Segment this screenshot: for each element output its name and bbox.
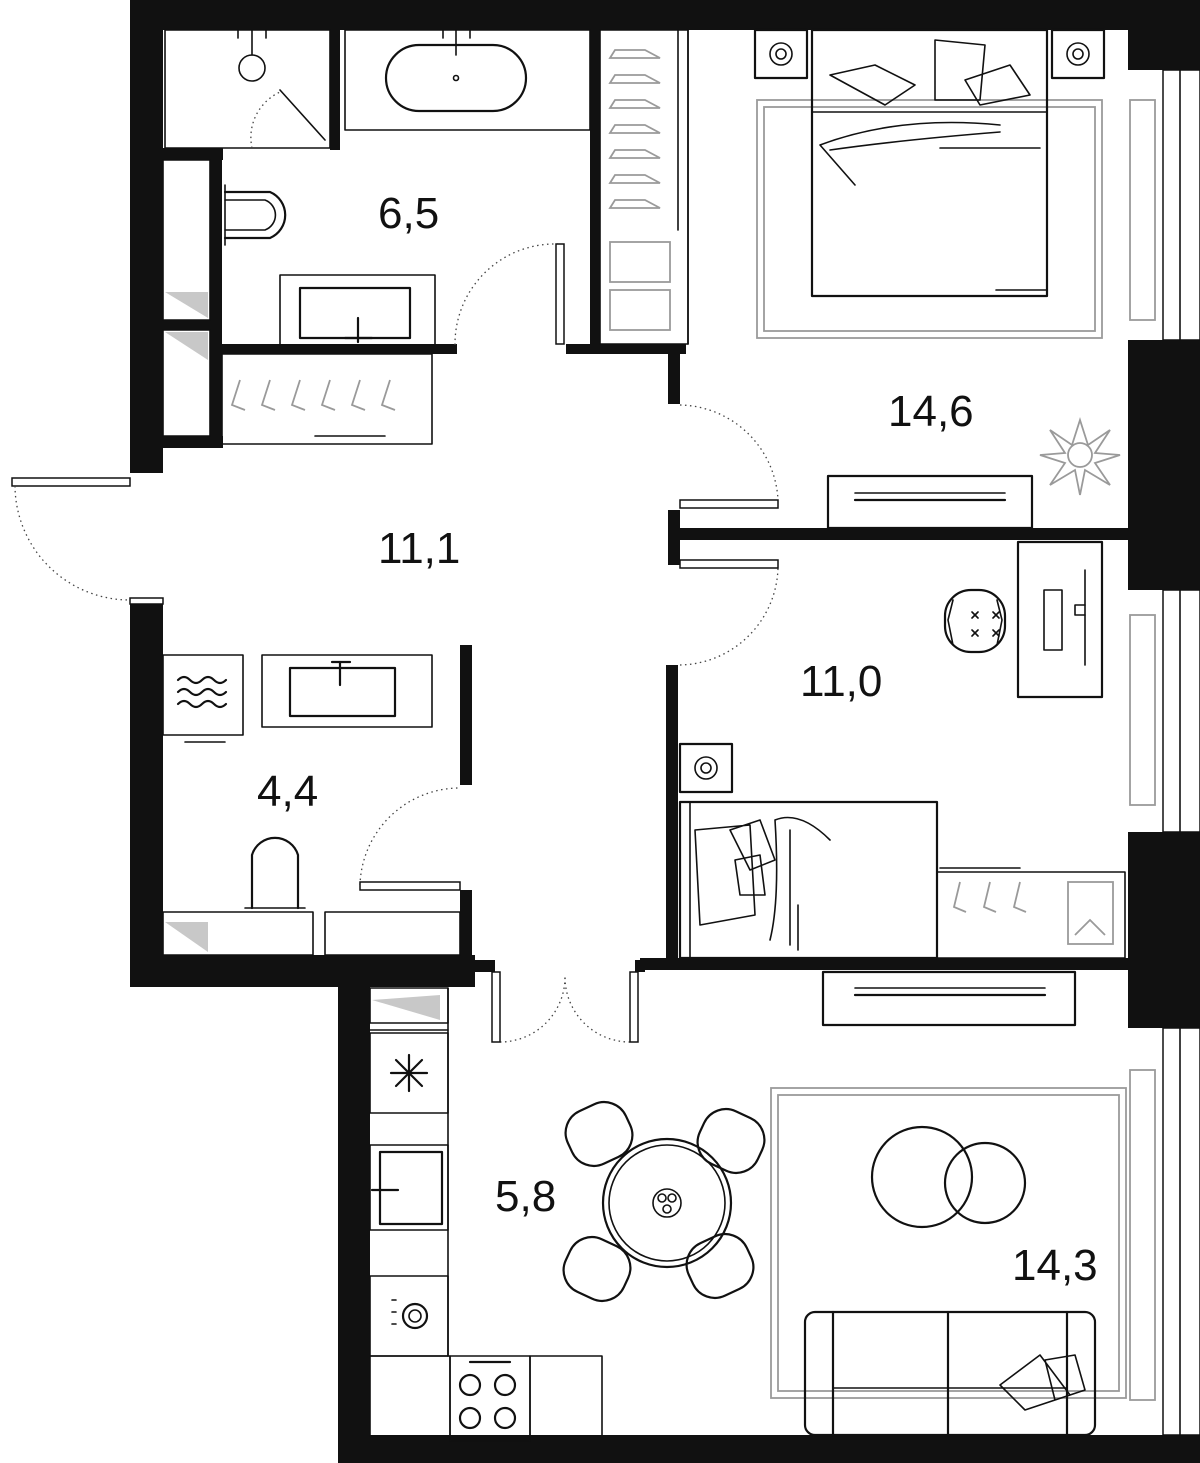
waves-icon: [162, 654, 244, 743]
walls: [130, 0, 1200, 1463]
wardrobe: [599, 29, 689, 345]
plant-icon: [1039, 417, 1121, 496]
kitchen-fixtures: [369, 987, 603, 1442]
guest-bath-fixtures: [162, 654, 461, 956]
door-swings: [14, 243, 779, 1043]
area-label-main-bedroom: 14,6: [888, 387, 974, 436]
stove-burners-icon: [449, 1355, 531, 1442]
area-label-hallway: 11,1: [378, 524, 460, 573]
area-label-small-bedroom: 11,0: [800, 657, 882, 706]
small-bedroom-furniture: [678, 540, 1126, 960]
area-label-guest-bath: 4,4: [257, 767, 318, 816]
dish-rack-icon: [369, 1275, 449, 1357]
area-label-kitchen: 5,8: [495, 1172, 556, 1221]
snowflake-icon: [369, 1032, 449, 1114]
living-furniture: [770, 970, 1127, 1437]
area-label-living-room: 14,3: [1012, 1241, 1098, 1290]
area-labels: 6,5 14,6 11,1 11,0 4,4 5,8 14,3: [257, 189, 1098, 1290]
bedroom-furniture: [753, 28, 1106, 530]
bathroom-fixtures: [162, 29, 591, 445]
area-label-bathroom: 6,5: [378, 189, 439, 238]
windows: [11, 69, 1200, 1436]
dining-set: [562, 1100, 766, 1303]
